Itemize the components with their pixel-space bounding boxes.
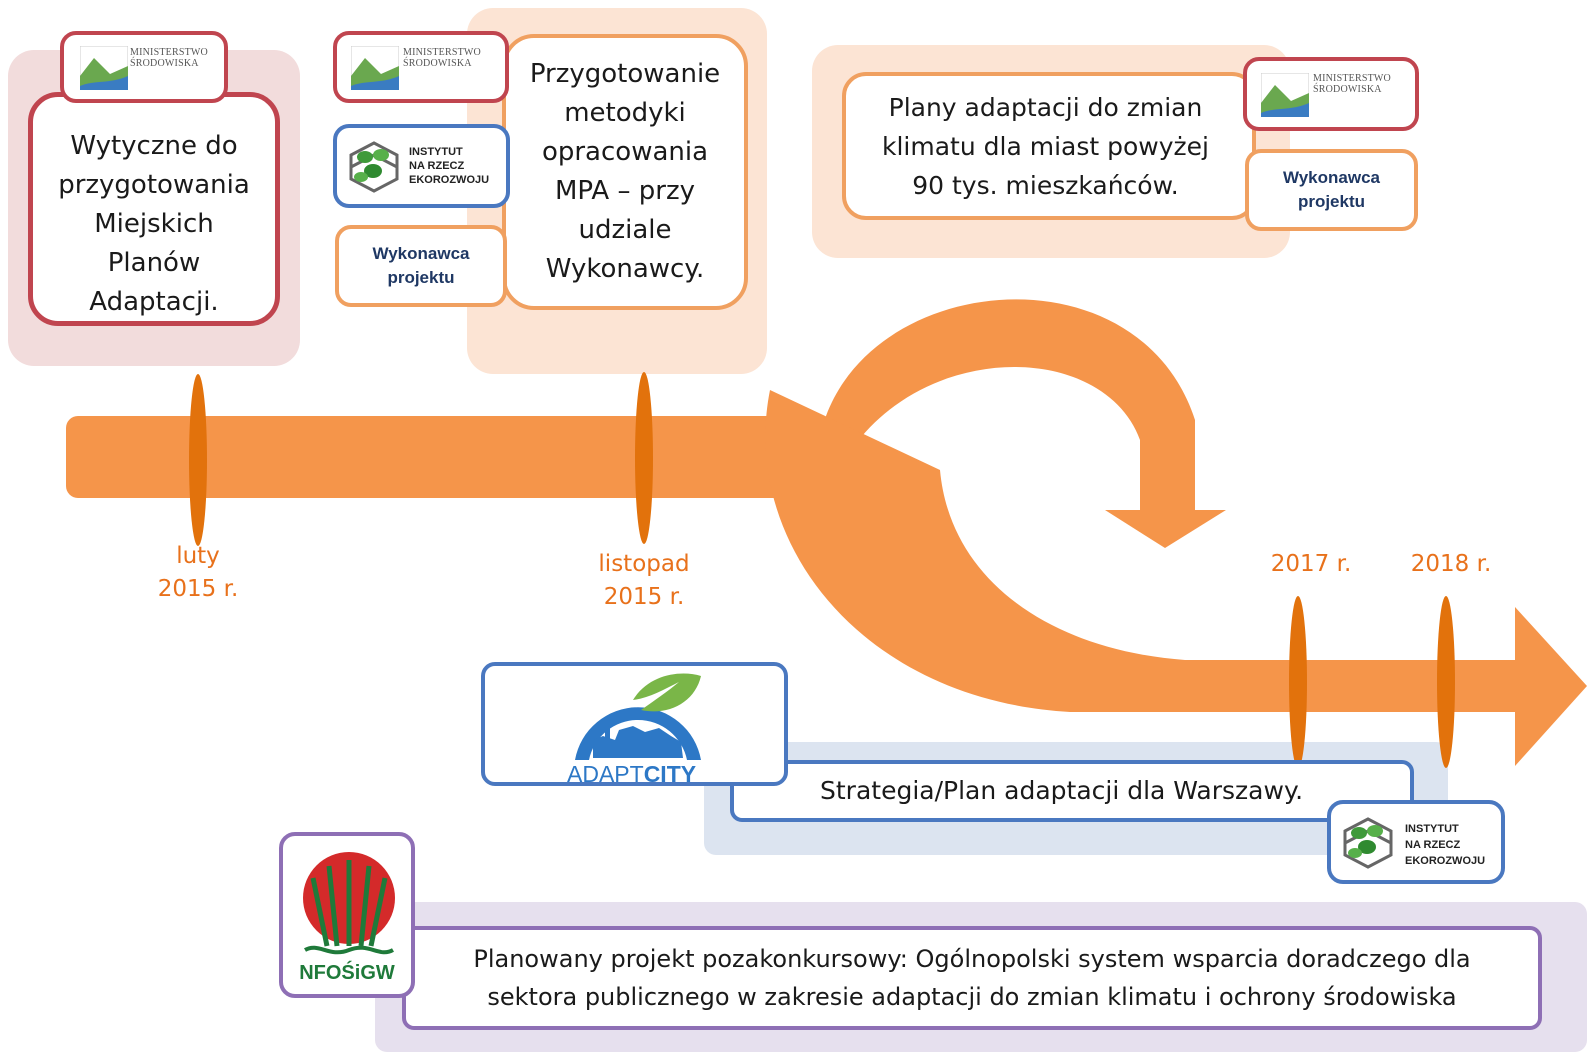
date-month: listopad bbox=[598, 551, 690, 577]
mountain-icon bbox=[80, 46, 128, 90]
ministerstwo-logo-3: MINISTERSTWO ŚRODOWISKA bbox=[1243, 57, 1419, 131]
card-wytyczne-text: Wytyczne do przygotowania Miejskich Plan… bbox=[58, 130, 250, 317]
marker-listopad-2015 bbox=[635, 372, 653, 544]
ministerstwo-text: MINISTERSTWO ŚRODOWISKA bbox=[403, 47, 481, 69]
date-2018: 2018 r. bbox=[1410, 551, 1492, 577]
date-year: 2015 r. bbox=[603, 584, 685, 610]
timeline-loop bbox=[826, 299, 1195, 510]
instytut-logo-2: INSTYTUT NA RZECZ EKOROZWOJU bbox=[1327, 800, 1505, 884]
card-pozakonkursowy: Planowany projekt pozakonkursowy: Ogólno… bbox=[402, 926, 1542, 1030]
leaves-icon bbox=[349, 141, 399, 193]
card-warszawa: Strategia/Plan adaptacji dla Warszawy. bbox=[730, 760, 1414, 822]
adaptcity-logo: ADAPTCITY bbox=[481, 662, 788, 786]
wykonawca-label-1: Wykonawca projektu bbox=[335, 225, 507, 307]
marker-luty-2015 bbox=[189, 374, 207, 546]
date-listopad-2015: listopad 2015 r. bbox=[574, 548, 714, 614]
date-year: 2015 r. bbox=[157, 576, 239, 602]
card-warszawa-text: Strategia/Plan adaptacji dla Warszawy. bbox=[820, 776, 1304, 805]
wykonawca-label-2: Wykonawca projektu bbox=[1245, 149, 1418, 231]
ministerstwo-logo-2: MINISTERSTWO ŚRODOWISKA bbox=[333, 31, 509, 103]
ministerstwo-text: MINISTERSTWO ŚRODOWISKA bbox=[130, 47, 208, 69]
date-2017: 2017 r. bbox=[1270, 551, 1352, 577]
date-month: luty bbox=[176, 543, 220, 569]
nfosigw-text: NFOŚiGW bbox=[299, 962, 395, 984]
card-wytyczne: Wytyczne do przygotowania Miejskich Plan… bbox=[28, 92, 280, 326]
leaves-icon bbox=[1343, 817, 1393, 869]
card-metodyka-text: Przygotowanie metodyki opracowania MPA –… bbox=[529, 59, 721, 284]
card-metodyka: Przygotowanie metodyki opracowania MPA –… bbox=[502, 34, 748, 310]
loop-arrowhead bbox=[1105, 510, 1226, 548]
timeline-bar bbox=[66, 416, 826, 498]
adaptcity-emblem-icon bbox=[575, 673, 701, 760]
card-plany: Plany adaptacji do zmian klimatu dla mia… bbox=[842, 72, 1256, 220]
ministerstwo-text: MINISTERSTWO ŚRODOWISKA bbox=[1313, 73, 1391, 95]
adaptcity-text: ADAPTCITY bbox=[567, 761, 697, 787]
card-pozakonkursowy-text: Planowany projekt pozakonkursowy: Ogólno… bbox=[473, 945, 1471, 1011]
instytut-text: INSTYTUT NA RZECZ EKOROZWOJU bbox=[409, 146, 490, 186]
nfosigw-emblem-icon bbox=[303, 852, 395, 955]
instytut-logo-1: INSTYTUT NA RZECZ EKOROZWOJU bbox=[333, 124, 510, 208]
instytut-text: INSTYTUT NA RZECZ EKOROZWOJU bbox=[1405, 823, 1486, 867]
card-plany-text: Plany adaptacji do zmian klimatu dla mia… bbox=[882, 92, 1209, 200]
timeline-sweep bbox=[765, 390, 1520, 712]
date-luty-2015: luty 2015 r. bbox=[138, 540, 258, 606]
nfosigw-logo: NFOŚiGW bbox=[279, 832, 415, 998]
final-arrowhead bbox=[1515, 607, 1587, 766]
marker-2018 bbox=[1437, 596, 1455, 768]
marker-2017 bbox=[1289, 596, 1307, 768]
mountain-icon bbox=[351, 46, 399, 90]
ministerstwo-logo-1: MINISTERSTWO ŚRODOWISKA bbox=[60, 31, 228, 103]
mountain-icon bbox=[1261, 73, 1309, 117]
